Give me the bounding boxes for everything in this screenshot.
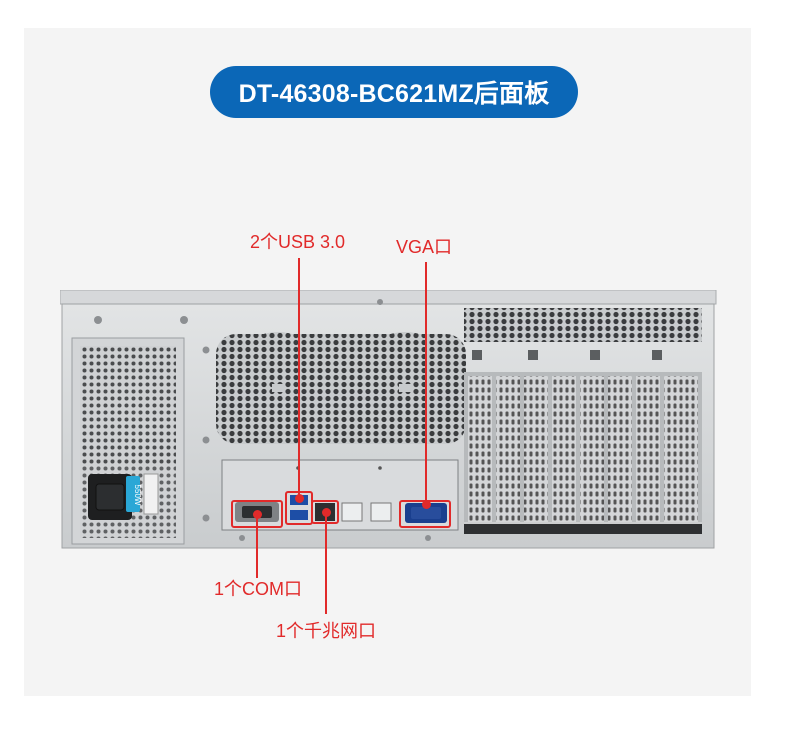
vga-leader-line (425, 262, 427, 504)
rear-panel-image: 550W (60, 290, 717, 549)
page-title: DT-46308-BC621MZ后面板 (210, 66, 578, 118)
psu-rating-text: 550W (133, 485, 142, 506)
lan-callout-label: 1个千兆网口 (276, 621, 377, 641)
lan-leader-line (325, 512, 327, 614)
com-leader-dot (252, 509, 262, 519)
vga-leader-dot (421, 499, 431, 509)
lan-leader-dot (321, 507, 331, 517)
com-callout-label: 1个COM口 (214, 579, 303, 599)
vga-callout-label: VGA口 (396, 237, 453, 257)
usb-callout-label: 2个USB 3.0 (250, 232, 346, 252)
usb-leader-line (298, 258, 300, 498)
com-leader-line (256, 514, 258, 578)
usb-leader-dot (294, 493, 304, 503)
